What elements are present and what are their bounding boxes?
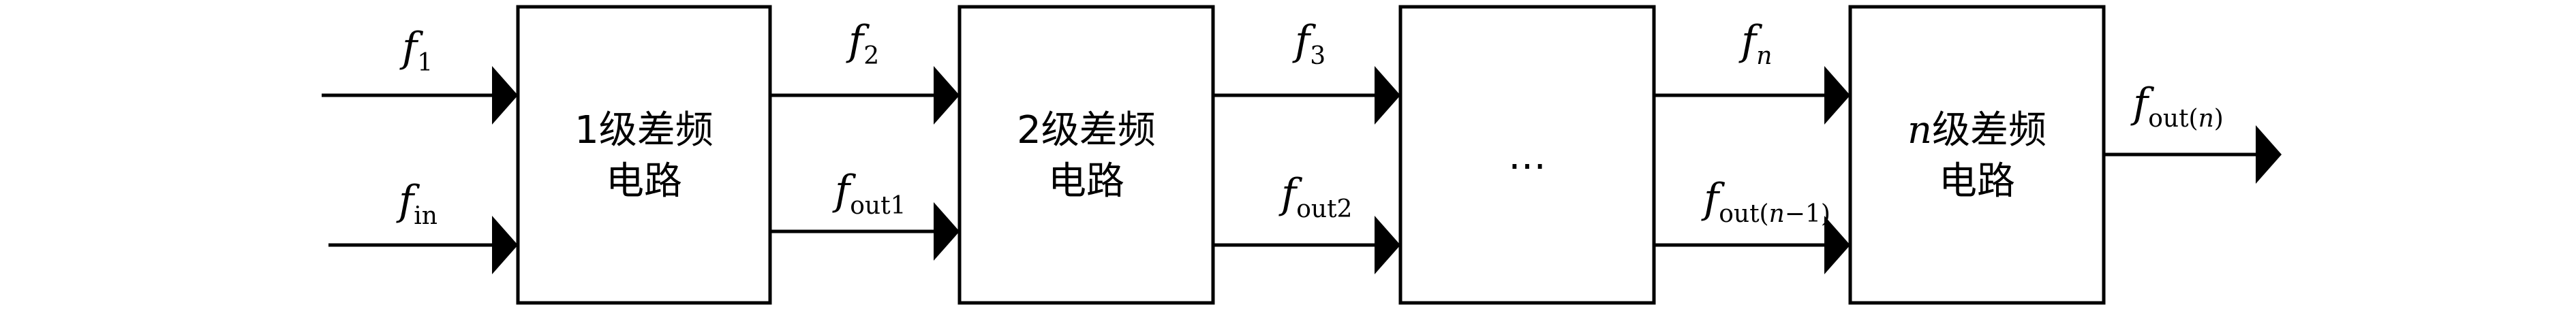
arrow-fn-head [1824, 66, 1850, 125]
stage-n-label-line2: 电路 [1939, 159, 2015, 204]
stage-n-prefix: n [1907, 108, 1932, 152]
label-fin: fin [396, 177, 438, 230]
arrow-fout-n-head [2256, 125, 2282, 184]
stage-2-label-line2: 电路 [1048, 159, 1124, 204]
stage-1-label-line2: 电路 [606, 159, 682, 204]
label-fout-n1: fout(n−1) [1701, 175, 1830, 228]
label-f3: f3 [1292, 17, 1325, 70]
ellipsis-text: … [1508, 134, 1546, 178]
stage-ellipsis-block [1398, 5, 1656, 305]
stage-n-rest: 级差频 [1932, 108, 2046, 152]
stage-1-label-line1: 1级差频 [574, 108, 714, 152]
stage-2-label-line1: 2级差频 [1017, 108, 1156, 152]
arrow-f3-head [1375, 66, 1400, 125]
label-fout1: fout1 [832, 167, 906, 220]
label-f1: f1 [399, 24, 433, 77]
stage-2-block [957, 5, 1215, 305]
label-fout-n: fout(n) [2130, 80, 2224, 133]
stage-1-block [516, 5, 772, 305]
arrow-fout-n1-head [1824, 216, 1850, 274]
arrow-f1-head [492, 66, 518, 125]
arrow-fout1-head [934, 202, 960, 261]
label-fout2: fout2 [1278, 170, 1352, 223]
stage-n-block [1848, 5, 2106, 305]
label-f2: f2 [846, 17, 879, 70]
arrow-f2-head [934, 66, 960, 125]
stage-n-label-line1: n级差频 [1907, 108, 2046, 152]
arrow-fin-head [492, 216, 518, 274]
label-fn: fn [1738, 17, 1772, 70]
arrow-fout2-head [1375, 216, 1400, 274]
